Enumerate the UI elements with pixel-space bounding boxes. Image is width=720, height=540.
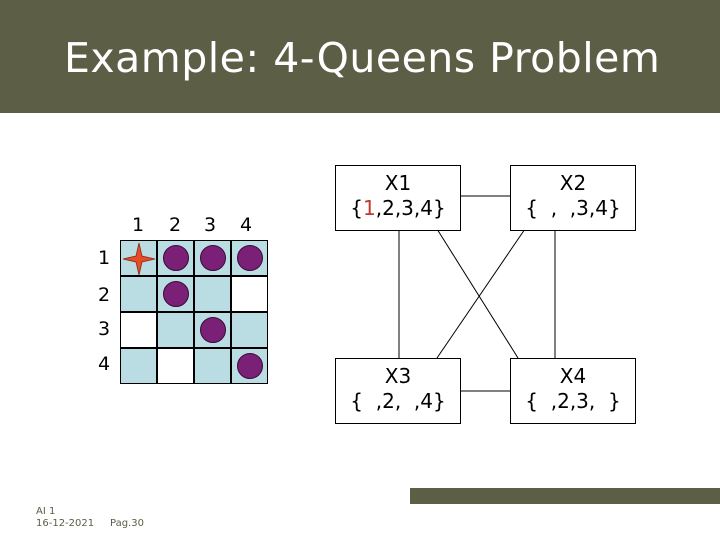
queen-icon: [237, 245, 263, 271]
edge-x1-x4: [436, 228, 519, 359]
variable-x1-domain-first: 1: [363, 196, 376, 220]
queen-icon: [237, 353, 263, 379]
variable-x4-domain: { ,2,3, }: [525, 389, 621, 413]
variable-x3-domain: { ,2, ,4}: [350, 389, 446, 413]
queen-icon: [200, 317, 226, 343]
row-label-1: 1: [98, 247, 111, 269]
board-cell: [194, 348, 231, 384]
board-cell: [157, 276, 194, 312]
variable-x1-box: X1 {1,2,3,4}: [335, 165, 461, 231]
title-bar: Example: 4-Queens Problem: [0, 0, 720, 113]
footer-page: Pag.30: [110, 518, 144, 529]
board-cell: [231, 312, 268, 348]
col-label-4: 4: [240, 214, 253, 236]
board-cell: [120, 240, 157, 276]
variable-x1-name: X1: [384, 171, 412, 195]
footer-course: AI 1: [36, 506, 56, 517]
queen-icon: [163, 281, 189, 307]
board-cell: [194, 240, 231, 276]
col-label-3: 3: [204, 214, 217, 236]
board-cell: [231, 240, 268, 276]
variable-x3-name: X3: [384, 364, 412, 388]
variable-x2-domain: { , ,3,4}: [525, 196, 621, 220]
board-cell: [120, 312, 157, 348]
variable-x1-domain-rest: ,2,3,4}: [375, 196, 446, 220]
queen-icon: [200, 245, 226, 271]
board-cell: [194, 312, 231, 348]
board-cell: [231, 276, 268, 312]
variable-x2-box: X2 { , ,3,4}: [510, 165, 636, 231]
queen-icon: [163, 245, 189, 271]
footer-date: 16-12-2021: [36, 518, 95, 529]
slide-title: Example: 4-Queens Problem: [64, 34, 661, 82]
variable-x2-name: X2: [559, 171, 587, 195]
col-label-1: 1: [132, 214, 145, 236]
col-label-2: 2: [169, 214, 182, 236]
variable-x4-box: X4 { ,2,3, }: [510, 358, 636, 424]
edge-x2-x3: [436, 228, 526, 359]
row-label-4: 4: [98, 353, 111, 375]
board-cell: [194, 276, 231, 312]
board-cell: [231, 348, 268, 384]
cross-marker-icon: [122, 242, 156, 276]
board-cell: [157, 312, 194, 348]
row-label-2: 2: [98, 284, 111, 306]
chess-board: [120, 240, 268, 384]
footer-bar: [410, 488, 720, 504]
board-cell: [157, 348, 194, 384]
board-cell: [120, 276, 157, 312]
board-cell: [120, 348, 157, 384]
variable-x4-name: X4: [559, 364, 587, 388]
board-cell: [157, 240, 194, 276]
variable-x3-box: X3 { ,2, ,4}: [335, 358, 461, 424]
row-label-3: 3: [98, 318, 111, 340]
variable-x1-domain: {1,2,3,4}: [350, 196, 446, 220]
